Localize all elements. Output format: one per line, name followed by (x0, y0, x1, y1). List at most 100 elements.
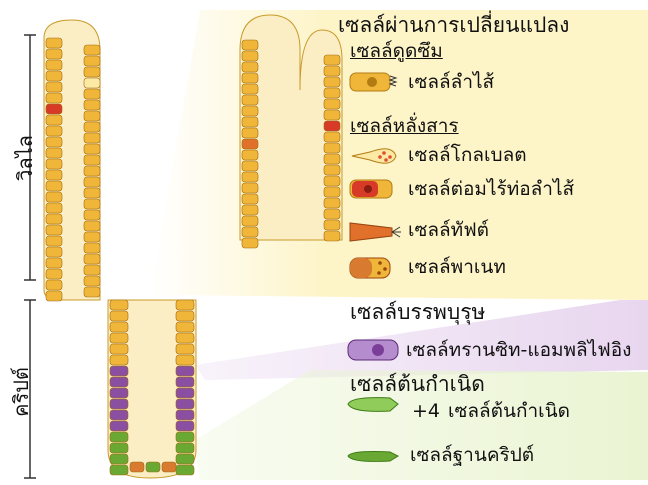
enterocyte (242, 106, 258, 116)
transit-amplifying-cell (176, 399, 194, 409)
enterocyte (242, 51, 258, 61)
transition-heading: เซลล์ผ่านการเปลี่ยนแปลง (338, 15, 569, 36)
enterocyte (46, 60, 62, 70)
transit-amplifying-cell (110, 399, 128, 409)
enterocyte (324, 165, 340, 175)
transit-amplifying-cell (110, 377, 128, 387)
enterocyte (110, 322, 128, 332)
enterocyte (242, 128, 258, 138)
enterocyte (324, 66, 340, 76)
stem-cell (110, 465, 128, 475)
transit-amplifying-cell (110, 421, 128, 431)
stem-cell (146, 462, 160, 472)
stem-cell (110, 454, 128, 464)
enteroendocrine-cell-label: เซลล์ต่อมไร้ท่อลำไส้ (408, 180, 574, 199)
transit-amplifying-cell (176, 366, 194, 376)
enterocyte (46, 49, 62, 59)
enterocyte (84, 144, 100, 154)
enterocyte (84, 89, 100, 99)
paneth-cell-icon (350, 258, 390, 278)
enterocyte (324, 176, 340, 186)
enterocyte (46, 38, 62, 48)
enterocyte (324, 110, 340, 120)
stem-cell (176, 432, 194, 442)
enterocyte (242, 183, 258, 193)
enterocyte (110, 355, 128, 365)
enterocyte (324, 55, 340, 65)
transit-amplifying-cell (110, 388, 128, 398)
enterocyte (46, 159, 62, 169)
transit-amplifying-cell (176, 421, 194, 431)
plus4-stem-cell-icon (348, 398, 398, 412)
enterocyte (324, 220, 340, 230)
enteroendocrine-cell (46, 104, 62, 114)
enterocyte (324, 154, 340, 164)
enterocyte (46, 82, 62, 92)
enterocyte (46, 137, 62, 147)
enterocyte (242, 62, 258, 72)
enterocyte (176, 333, 194, 343)
enterocyte (84, 166, 100, 176)
enterocyte (242, 227, 258, 237)
enterocyte (84, 254, 100, 264)
enterocyte (84, 199, 100, 209)
enterocyte (242, 150, 258, 160)
enterocyte (46, 192, 62, 202)
enterocyte (84, 287, 100, 297)
progenitor-heading: เซลล์บรรพบุรุษ (350, 302, 485, 323)
enterocyte (84, 177, 100, 187)
paneth-cell (130, 462, 144, 472)
enterocyte (46, 170, 62, 180)
stem-cell (176, 443, 194, 453)
crypt-base-label: เซลล์ฐานคริปต์ (410, 446, 534, 465)
enterocyte (84, 210, 100, 220)
transit-amplifying-cell (110, 410, 128, 420)
enterocyte (46, 247, 62, 257)
enterocyte (324, 187, 340, 197)
enterocyte (324, 231, 340, 241)
transit-amplifying-label: เซลล์ทรานซิท-แอมพลิไฟอิง (406, 341, 631, 360)
plus4-stem-label: เซลล์ต้นกำเนิด (448, 402, 570, 421)
enterocyte (46, 115, 62, 125)
enterocyte (324, 132, 340, 142)
enterocyte (46, 269, 62, 279)
enterocyte (46, 280, 62, 290)
enterocyte (84, 243, 100, 253)
enterocyte (46, 291, 62, 301)
enterocyte (84, 56, 100, 66)
enterocyte (46, 214, 62, 224)
enterocyte (176, 355, 194, 365)
stem-cell (110, 432, 128, 442)
enterocyte (176, 311, 194, 321)
enterocyte (110, 333, 128, 343)
enterocyte (242, 40, 258, 50)
enterocyte (84, 221, 100, 231)
enterocyte (84, 155, 100, 165)
enterocyte (46, 203, 62, 213)
crypt-label: คริปต์ (5, 367, 37, 417)
stem-heading: เซลล์ต้นกำเนิด (350, 374, 485, 395)
enterocyte (46, 181, 62, 191)
enterocyte-label: เซลล์ลำไส้ (408, 73, 494, 92)
enterocyte (110, 344, 128, 354)
enterocyte (84, 67, 100, 77)
stem-cell (110, 443, 128, 453)
transit-amplifying-cell-icon (348, 340, 398, 360)
enterocyte (242, 84, 258, 94)
transit-amplifying-cell (176, 388, 194, 398)
enterocyte (324, 143, 340, 153)
enterocyte (84, 100, 100, 110)
enterocyte (242, 205, 258, 215)
transit-amplifying-cell (110, 366, 128, 376)
enterocyte (242, 238, 258, 248)
enterocyte (46, 225, 62, 235)
enterocyte (84, 111, 100, 121)
enterocyte (84, 188, 100, 198)
paneth-cell-label: เซลล์พาเนท (408, 258, 506, 277)
enterocyte (84, 276, 100, 286)
enterocyte (84, 45, 100, 55)
tuft-cell (242, 139, 258, 149)
enteroendocrine-cell (324, 121, 340, 131)
transit-amplifying-cell (176, 377, 194, 387)
